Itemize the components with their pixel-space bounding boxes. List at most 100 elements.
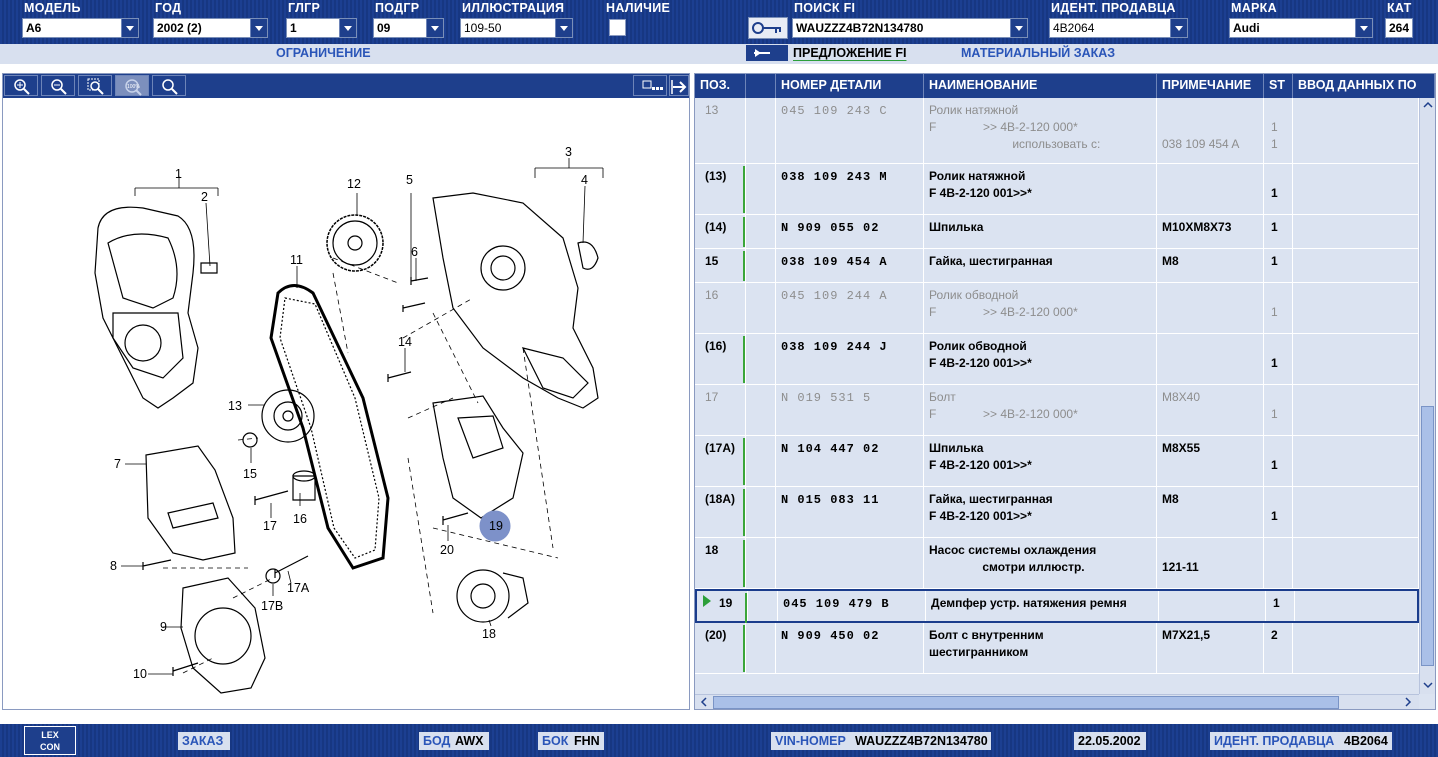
- callout-18[interactable]: 18: [482, 627, 496, 641]
- fi-offer-tab[interactable]: ПРЕДЛОЖЕНИЕ FI: [793, 46, 907, 60]
- name-line: F 4B-2-120 001>>*: [929, 186, 1032, 200]
- year-select[interactable]: 2002 (2): [153, 18, 268, 38]
- chevron-down-icon[interactable]: [426, 19, 443, 37]
- brand-select[interactable]: Audi: [1229, 18, 1373, 38]
- st-line: [1269, 338, 1287, 355]
- zoom-area-button[interactable]: [78, 75, 112, 96]
- part-number: N 104 447 02: [781, 442, 880, 456]
- cell-pos: 15: [695, 249, 746, 282]
- illustration-select[interactable]: 109-50: [460, 18, 573, 38]
- restriction-tab[interactable]: ОГРАНИЧЕНИЕ: [276, 46, 371, 60]
- date-value: 22.05.2002: [1078, 734, 1141, 748]
- chevron-down-icon[interactable]: [555, 19, 572, 37]
- arrow-right-icon[interactable]: [746, 45, 788, 61]
- callout-17b[interactable]: 17B: [261, 599, 283, 613]
- callout-20[interactable]: 20: [440, 543, 454, 557]
- order-button[interactable]: ЗАКАЗ: [178, 732, 230, 750]
- note-line: [1162, 287, 1258, 304]
- chevron-down-icon[interactable]: [1170, 19, 1187, 37]
- callout-13[interactable]: 13: [228, 399, 242, 413]
- chevron-down-icon[interactable]: [121, 19, 138, 37]
- callout-6[interactable]: 6: [411, 245, 418, 259]
- zoom-in-button[interactable]: [4, 75, 38, 96]
- callout-17a[interactable]: 17A: [287, 581, 310, 595]
- callout-4[interactable]: 4: [581, 173, 588, 187]
- seller-id-select[interactable]: 4B2064: [1049, 18, 1188, 38]
- callout-10[interactable]: 10: [133, 667, 147, 681]
- callout-14[interactable]: 14: [398, 335, 412, 349]
- horizontal-scroll-thumb[interactable]: [713, 696, 1339, 709]
- col-pos[interactable]: ПОЗ.: [695, 74, 746, 98]
- chevron-down-icon[interactable]: [1355, 19, 1372, 37]
- callout-19[interactable]: 19: [489, 519, 503, 533]
- zoom-100-button[interactable]: 100%: [115, 75, 149, 96]
- material-order-tab[interactable]: МАТЕРИАЛЬНЫЙ ЗАКАЗ: [961, 46, 1116, 60]
- cell-note: 121-11: [1157, 538, 1264, 588]
- callout-2[interactable]: 2: [201, 190, 208, 204]
- callout-7[interactable]: 7: [114, 457, 121, 471]
- vertical-scrollbar[interactable]: [1419, 98, 1435, 694]
- col-name[interactable]: НАИМЕНОВАНИЕ: [924, 74, 1157, 98]
- col-flag[interactable]: [746, 74, 776, 98]
- fi-search-input[interactable]: WAUZZZ4B72N134780: [792, 18, 1028, 38]
- part-number: 038 109 454 A: [781, 255, 888, 269]
- callout-3[interactable]: 3: [565, 145, 572, 159]
- callout-16[interactable]: 16: [293, 512, 307, 526]
- scroll-up-icon[interactable]: [1421, 98, 1435, 112]
- chevron-down-icon[interactable]: [250, 19, 267, 37]
- cell-pos: 13: [695, 98, 746, 163]
- model-select[interactable]: A6: [22, 18, 139, 38]
- sub-group-select[interactable]: 09: [373, 18, 444, 38]
- col-note[interactable]: ПРИМЕЧАНИЕ: [1157, 74, 1264, 98]
- availability-indicator: [743, 217, 745, 247]
- callout-5[interactable]: 5: [406, 173, 413, 187]
- main-group-select[interactable]: 1: [286, 18, 357, 38]
- search-button[interactable]: [152, 75, 186, 96]
- zoom-out-button[interactable]: [41, 75, 75, 96]
- cell-st: [1264, 538, 1293, 588]
- scroll-down-icon[interactable]: [1421, 678, 1435, 692]
- callout-15[interactable]: 15: [243, 467, 257, 481]
- layout-button[interactable]: [633, 75, 667, 96]
- horizontal-scrollbar[interactable]: [695, 694, 1419, 709]
- col-data-entry[interactable]: ВВОД ДАННЫХ ПО: [1293, 74, 1435, 98]
- callout-17[interactable]: 17: [263, 519, 277, 533]
- callout-12[interactable]: 12: [347, 177, 361, 191]
- vertical-scroll-thumb[interactable]: [1421, 406, 1434, 666]
- cell-part: 045 109 243 C: [776, 98, 924, 163]
- cell-part: 038 109 243 M: [776, 164, 924, 214]
- callout-9[interactable]: 9: [160, 620, 167, 634]
- scroll-left-icon[interactable]: [697, 695, 711, 709]
- catalog-value-box[interactable]: 264: [1385, 18, 1413, 38]
- key-icon[interactable]: [748, 17, 788, 39]
- availability-checkbox[interactable]: [609, 19, 626, 36]
- col-st[interactable]: ST: [1264, 74, 1293, 98]
- scroll-right-icon[interactable]: [1401, 695, 1415, 709]
- expand-button[interactable]: [669, 75, 689, 96]
- col-part-number[interactable]: НОМЕР ДЕТАЛИ: [776, 74, 924, 98]
- chevron-down-icon[interactable]: [1010, 19, 1027, 37]
- cell-name: Насос системы охлаждения смотри иллюстр.: [924, 538, 1157, 588]
- sub-group-value: 09: [377, 21, 391, 35]
- st-line: [1269, 491, 1287, 508]
- callout-8[interactable]: 8: [110, 559, 117, 573]
- part-number: 038 109 243 M: [781, 170, 888, 184]
- callout-11[interactable]: 11: [290, 253, 303, 267]
- main-group-field: ГЛГР 1: [286, 0, 361, 44]
- callout-1[interactable]: 1: [175, 167, 182, 181]
- chevron-down-icon[interactable]: [339, 19, 356, 37]
